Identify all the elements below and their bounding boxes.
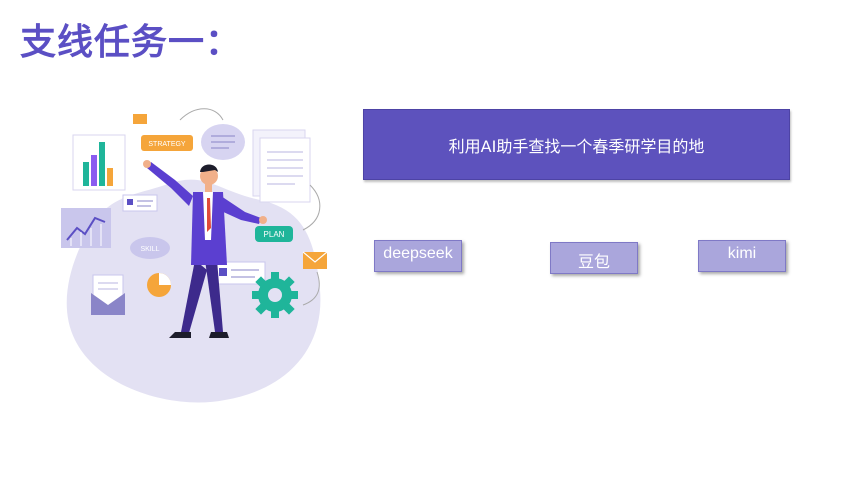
plan-tag: PLAN [255, 226, 293, 242]
task-banner: 利用AI助手查找一个春季研学目的地 [363, 109, 790, 180]
svg-text:PLAN: PLAN [264, 230, 285, 239]
mail-icon-small [133, 114, 147, 124]
envelope-icon [91, 274, 125, 315]
business-strategy-illustration: STRATEGY PLAN SKIL [61, 108, 328, 403]
gear-icon [252, 272, 298, 318]
kimi-label: kimi [727, 245, 757, 262]
doubao-label: 豆包 [577, 254, 610, 271]
bar-chart-icon [72, 134, 126, 191]
checklist-icon [122, 194, 158, 212]
deepseek-label: deepseek [383, 245, 453, 262]
page-title: 支线任务一： [20, 22, 243, 63]
deepseek-button[interactable]: deepseek [374, 240, 462, 272]
svg-text:SKILL: SKILL [140, 246, 159, 253]
skill-tag: SKILL [130, 237, 170, 259]
strategy-tag: STRATEGY [141, 135, 193, 151]
mail-icon [302, 251, 328, 269]
line-chart-icon [61, 208, 111, 248]
svg-text:STRATEGY: STRATEGY [148, 141, 186, 148]
task-card-icon [212, 261, 266, 285]
speech-bubble-icon [201, 124, 245, 160]
businessman-figure [143, 160, 267, 338]
task-text: 利用AI助手查找一个春季研学目的地 [448, 136, 705, 156]
document-icon [252, 129, 311, 203]
kimi-button[interactable]: kimi [698, 240, 786, 272]
doubao-button[interactable]: 豆包 [550, 242, 638, 274]
pie-chart-icon [147, 273, 171, 297]
